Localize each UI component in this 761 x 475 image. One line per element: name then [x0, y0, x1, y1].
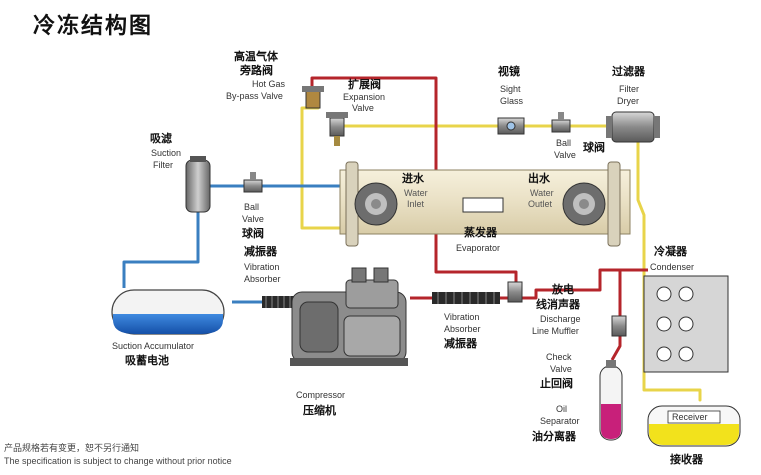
suction-line	[122, 184, 340, 304]
label-en: Check	[546, 352, 572, 362]
label-en: Sight	[500, 84, 521, 94]
label-cn: 接收器	[670, 452, 704, 466]
label-receiver: 接收器	[670, 452, 704, 466]
compressor	[290, 267, 408, 366]
label-expansion-valve: 扩展阀 Expansion Valve	[343, 77, 385, 113]
label-en: Suction Accumulator	[112, 341, 194, 351]
vibration-absorber-mid	[432, 292, 500, 304]
label-en: Vibration	[244, 262, 279, 272]
label-en: Suction	[151, 148, 181, 158]
label-discharge-muffler: 放电 线消声器 Discharge Line Muffler	[532, 282, 581, 336]
label-en: By-pass Valve	[226, 91, 283, 101]
label-cn: 油分离器	[532, 429, 577, 443]
oil-separator	[599, 360, 623, 441]
ball-valve-left	[243, 172, 263, 193]
label-cn: 出水	[528, 171, 551, 185]
suction-pipe	[122, 212, 200, 288]
label-en: Filter	[153, 160, 173, 170]
footer-cn: 产品规格若有变更，恕不另行通知	[4, 442, 139, 453]
label-compressor: Compressor 压缩机	[296, 390, 345, 417]
label-cn: 球阀	[583, 140, 605, 154]
label-cn: 放电	[551, 282, 574, 296]
footer-en: The specification is subject to change w…	[4, 456, 232, 466]
ball-valve-right	[551, 112, 571, 133]
label-en: Inlet	[407, 199, 425, 209]
label-hot-gas-bypass: 高温气体 旁路阀 Hot Gas By-pass Valve	[226, 49, 286, 101]
label-cn: 扩展阀	[348, 77, 381, 91]
receiver: Receiver	[647, 405, 741, 447]
label-en: Filter	[619, 84, 639, 94]
label-condenser: 冷凝器 Condenser	[650, 244, 694, 272]
hot-gas-bypass-valve	[302, 86, 324, 109]
label-cn: 减振器	[444, 336, 478, 350]
filter-dryer	[606, 111, 660, 143]
discharge-muffler	[507, 281, 523, 303]
label-en: Ball	[244, 202, 259, 212]
label-en: Valve	[352, 103, 374, 113]
suction-accumulator	[111, 289, 225, 335]
check-valve	[611, 315, 627, 337]
evaporator	[339, 161, 631, 247]
label-cn: 视镜	[498, 64, 520, 78]
vibration-absorber-left	[262, 296, 294, 308]
receiver-label-box	[667, 410, 721, 424]
label-en: Condenser	[650, 262, 694, 272]
page-title: 冷冻结构图	[33, 13, 153, 38]
label-en: Discharge	[540, 314, 581, 324]
label-evaporator: 蒸发器 Evaporator	[456, 225, 500, 253]
label-suction-filter: 吸滤 Suction Filter	[150, 131, 181, 170]
label-en: Valve	[554, 150, 576, 160]
label-ball-valve-right: Ball Valve 球阀	[554, 138, 605, 160]
label-cn: 压缩机	[303, 403, 336, 417]
label-en: Absorber	[244, 274, 281, 284]
label-en: Valve	[550, 364, 572, 374]
label-cn: 冷凝器	[654, 244, 688, 258]
label-cn: 过滤器	[612, 64, 646, 78]
sight-glass	[497, 117, 525, 135]
label-en: Line Muffler	[532, 326, 579, 336]
label-en: Ball	[556, 138, 571, 148]
label-sight-glass: 视镜 Sight Glass	[498, 64, 524, 106]
nameplate	[462, 197, 504, 213]
label-check-valve: Check Valve 止回阀	[540, 352, 573, 390]
label-en: Outlet	[528, 199, 553, 209]
label-vibration-absorber-left: 减振器 Vibration Absorber	[244, 244, 281, 284]
label-en: Vibration	[444, 312, 479, 322]
label-cn: 吸滤	[150, 131, 172, 145]
label-en: Oil	[556, 404, 567, 414]
expansion-valve	[326, 112, 348, 146]
label-cn: 吸蓄电池	[125, 353, 169, 367]
label-en: Glass	[500, 96, 524, 106]
label-filter-dryer: 过滤器 Filter Dryer	[612, 64, 646, 106]
label-en: Separator	[540, 416, 580, 426]
label-cn: 线消声器	[536, 297, 581, 311]
label-en: Hot Gas	[252, 79, 286, 89]
label-vibration-absorber-mid: Vibration Absorber 减振器	[444, 312, 481, 350]
label-en: Expansion	[343, 92, 385, 102]
label-en: Water	[530, 188, 554, 198]
label-en: Absorber	[444, 324, 481, 334]
suction-filter	[185, 156, 211, 213]
label-oil-separator: Oil Separator 油分离器	[532, 404, 580, 443]
label-en: Valve	[242, 214, 264, 224]
condenser	[643, 275, 729, 373]
label-en: Compressor	[296, 390, 345, 400]
label-water-inlet: 进水 Water Inlet	[402, 171, 428, 209]
label-cn: 止回阀	[540, 376, 573, 390]
oil-return-pipe	[610, 268, 636, 361]
label-suction-accumulator: Suction Accumulator 吸蓄电池	[112, 341, 194, 367]
label-cn: 减振器	[244, 244, 278, 258]
label-water-outlet: 出水 Water Outlet	[528, 171, 554, 209]
label-en: Water	[404, 188, 428, 198]
label-cn: 高温气体	[234, 49, 279, 63]
label-en: Dryer	[617, 96, 639, 106]
label-cn: 球阀	[242, 226, 264, 240]
label-en: Evaporator	[456, 243, 500, 253]
label-cn: 蒸发器	[464, 225, 498, 239]
label-cn: 进水	[402, 171, 425, 185]
label-cn: 旁路阀	[239, 63, 273, 77]
receiver-label-en: Receiver	[672, 412, 708, 422]
label-ball-valve-left: Ball Valve 球阀	[242, 202, 264, 240]
